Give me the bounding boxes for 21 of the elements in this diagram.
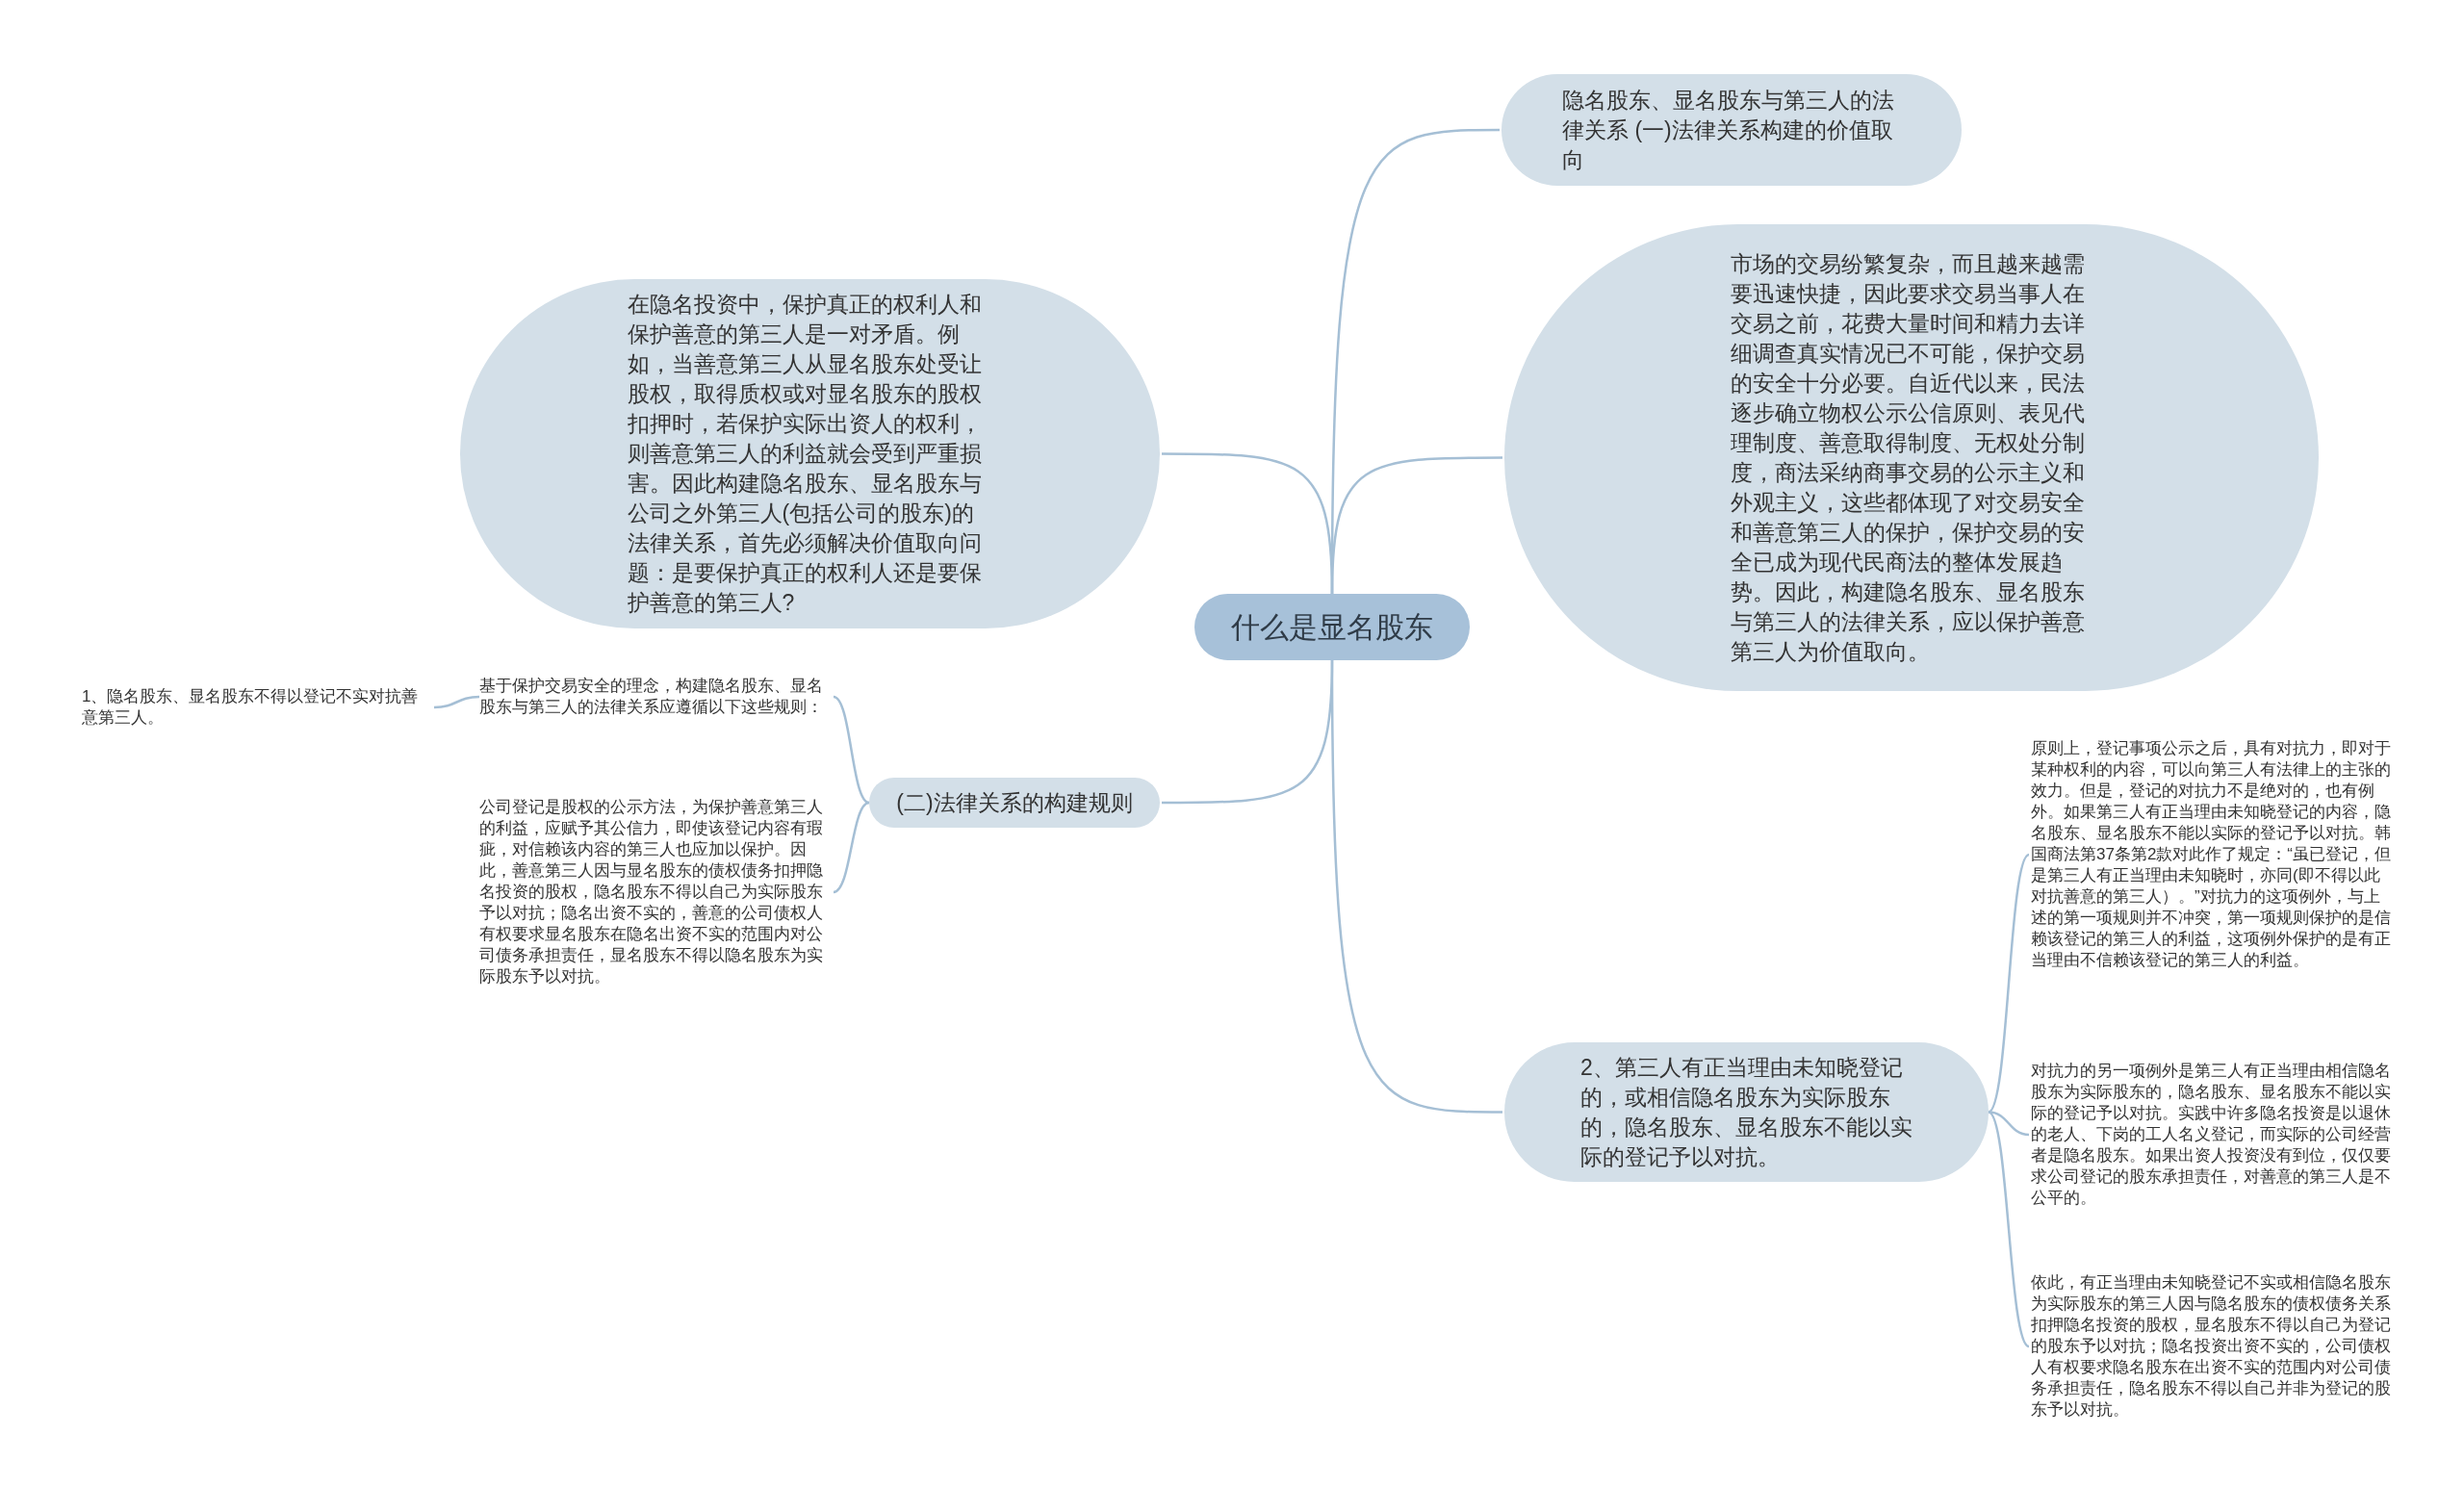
connector-line	[1988, 1111, 2030, 1347]
note-text: 依此，有正当理由未知晓登记不实或相信隐名股东为实际股东的第三人因与隐名股东的债权债务关系扣押隐名投资的股权，显名股东不得以自己为登记的股东予以对抗；隐名投资出资不实的，公司债权人有权要求隐名股东在出资不实的范围内对公司债务承担责任，隐名股东不得以自己并非为登记的股东予以对抗。	[2031, 1272, 2392, 1421]
topic-text: 2、第三人有正当理由未知晓登记的，或相信隐名股东为实际股东的，隐名股东、显名股东不能以实际的登记予以对抗。	[1580, 1053, 1912, 1171]
note-text: 1、隐名股东、显名股东不得以登记不实对抗善意第三人。	[82, 686, 432, 729]
topic-text: 隐名股东、显名股东与第三人的法律关系 (一)法律关系构建的价值取向	[1562, 86, 1895, 174]
topic-text: 在隐名投资中，保护真正的权利人和保护善意的第三人是一对矛盾。例如，当善意第三人从显名股东处受让股权，取得质权或对显名股东的股权扣押时，若保护实际出资人的权利，则善意第三人的利益就会受到严重损害。因此构建隐名股东、显名股东与公司之外第三人(包括公司的股东)的法律关系，首先必须解决价值取向问题：是要保护真正的权利人还是要保护善意的第三人?	[627, 291, 983, 617]
connector-line	[1988, 1111, 2030, 1137]
note-text: 原则上，登记事项公示之后，具有对抗力，即对于某种权利的内容，可以向第三人有法律上的主张的效力。但是，登记的对抗力不是绝对的，也有例外。如果第三人有正当理由未知晓登记的内容，隐名股东、显名股东不能以实际的登记予以对抗。韩国商法第37条第2款对此作了规定：“虽已登记，但是第三人有正当理由未知晓时，亦同(即不得以此对抗善意的第三人）。”对抗力的这项例外，与上述的第一项规则并不冲突，第一项规则保护的是信赖该登记的第三人的利益，这项例外保护的是有正当理由不信赖该登记的第三人的利益。	[2031, 738, 2392, 971]
connector-line	[833, 695, 870, 805]
topic-text: 市场的交易纷繁复杂，而且越来越需要迅速快捷，因此要求交易当事人在交易之前，花费大量时间和精力去详细调查真实情况已不可能，保护交易的安全十分必要。自近代以来，民法逐步确立物权公示公信原则、表见代理制度、善意取得制度、无权处分制度，商法采纳商事交易的公示主义和外观主义，这些都体现了对交易安全和善意第三人的保护，保护交易的安全已成为现代民商法的整体发展趋势。因此，构建隐名股东、显名股东与第三人的法律关系，应以保护善意第三人为价值取向。	[1731, 249, 2086, 666]
connector-line	[1988, 854, 2030, 1114]
topic-text: (二)法律关系的构建规则	[896, 788, 1133, 817]
connector-line	[433, 695, 480, 709]
connector-line	[833, 801, 870, 894]
note-text: 基于保护交易安全的理念，构建隐名股东、显名股东与第三人的法律关系应遵循以下这些规则：	[479, 676, 832, 718]
connector-line	[1162, 452, 1334, 595]
topic-bubble	[869, 778, 1160, 828]
topic-text: 什么是显名股东	[1231, 610, 1433, 645]
note-text: 公司登记是股权的公示方法，为保护善意第三人的利益，应赋予其公信力，即使该登记内容有瑕疵，对信赖该内容的第三人也应加以保护。因此，善意第三人因与显名股东的债权债务扣押隐名投资的股权，隐名股东不得以自己为实际股东予以对抗；隐名出资不实的，善意的公司债权人有权要求显名股东在隐名出资不实的范围内对公司债务承担责任，显名股东不得以隐名股东为实际股东予以对抗。	[479, 797, 832, 987]
note-text: 对抗力的另一项例外是第三人有正当理由相信隐名股东为实际股东的，隐名股东、显名股东不能以实际的登记予以对抗。实践中许多隐名投资是以退休的老人、下岗的工人名义登记，而实际的公司经营者是隐名股东。如果出资人投资没有到位，仅仅要求公司登记的股东承担责任，对善意的第三人是不公平的。	[2031, 1061, 2392, 1209]
connector-line	[1330, 660, 1502, 1114]
